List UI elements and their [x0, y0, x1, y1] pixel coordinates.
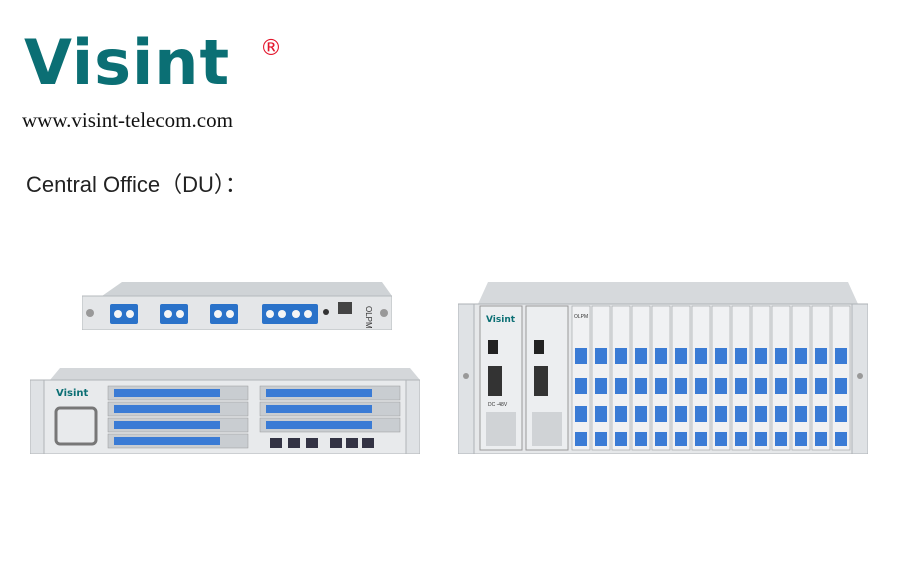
slot-label: OLPM	[574, 314, 588, 320]
chassis-brand-1: Visint	[486, 315, 516, 325]
rack-2u-image: Visint	[30, 368, 420, 454]
logo-wordmark: Visint	[24, 26, 231, 99]
registered-mark: ®	[260, 36, 282, 61]
section-heading: Central Office（DU）：	[26, 172, 247, 197]
website-url: www.visint-telecom.com	[22, 108, 233, 132]
psu-label: DC -48V	[488, 402, 508, 408]
rack-2u-brand: Visint	[56, 388, 88, 399]
chassis-image: Visint DC -48V OLPM	[458, 282, 868, 454]
olpm-card-label: OLPM	[364, 306, 373, 329]
olpm-card-image: OLPM	[82, 282, 392, 330]
brand-logo: Visint ®	[24, 28, 284, 104]
